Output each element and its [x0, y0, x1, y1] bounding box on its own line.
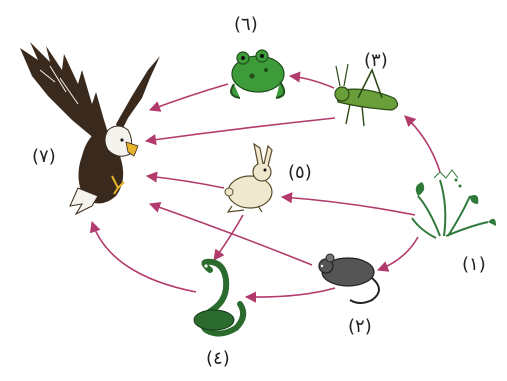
mouse-icon — [319, 254, 379, 303]
arrow-grasshopper-to-frog — [290, 76, 334, 88]
grasshopper-icon — [335, 64, 398, 126]
arrow-plants-to-rabbit — [282, 197, 415, 215]
arrow-mouse-to-snake — [246, 288, 335, 297]
label-snake: (٤) — [206, 348, 230, 369]
rabbit-icon — [225, 144, 272, 212]
arrow-rabbit-to-eagle — [147, 176, 224, 188]
eagle-icon — [20, 42, 160, 214]
label-grasshopper: (٣) — [364, 50, 388, 71]
arrow-rabbit-to-snake — [214, 215, 243, 260]
snake-icon — [194, 262, 243, 334]
arrow-plants-to-mouse — [378, 237, 418, 270]
arrow-frog-to-eagle — [150, 84, 228, 110]
label-plants: (١) — [462, 254, 486, 275]
arrow-snake-to-eagle — [92, 222, 196, 292]
arrow-plants-to-grasshopper — [405, 116, 440, 172]
arrow-grasshopper-to-eagle — [146, 118, 335, 141]
label-rabbit: (٥) — [288, 162, 312, 183]
frog-icon — [231, 50, 284, 98]
label-mouse: (٢) — [348, 316, 372, 337]
label-eagle: (٧) — [32, 146, 56, 167]
plants-icon — [412, 170, 496, 238]
label-frog: (٦) — [234, 14, 258, 35]
